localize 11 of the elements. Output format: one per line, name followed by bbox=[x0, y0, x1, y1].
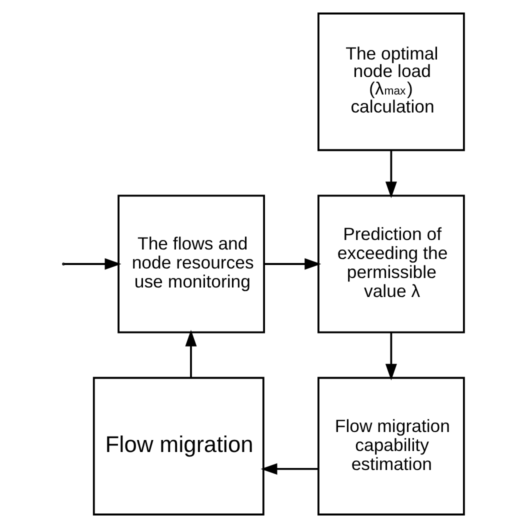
node-box: Prediction of exceeding the permissible value λ bbox=[317, 194, 464, 334]
node-box: The optimal node load (λmax) calculation bbox=[317, 12, 464, 152]
arrow bbox=[64, 258, 121, 270]
arrow bbox=[260, 463, 318, 475]
arrow bbox=[384, 150, 396, 198]
node-box: The flows and node resources use monitoring bbox=[117, 194, 264, 334]
arrow bbox=[384, 332, 396, 380]
node-box: Flow migration capability estimation bbox=[317, 376, 464, 516]
arrow bbox=[264, 258, 321, 270]
arrow bbox=[184, 330, 196, 378]
node-box: Flow migration bbox=[92, 376, 264, 516]
